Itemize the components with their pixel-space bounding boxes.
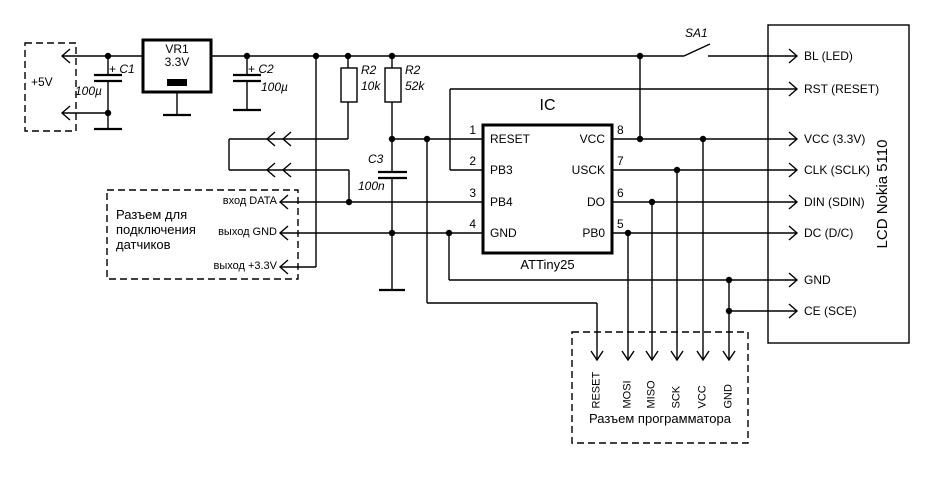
cap-c1-ref: + C1 — [109, 62, 135, 76]
lcd-pin-bl: BL (LED) — [804, 49, 853, 63]
sensor-title-line1: Разъем для — [116, 207, 188, 222]
regulator-ref: VR1 — [165, 42, 189, 56]
cap-c2-value: 100µ — [261, 80, 288, 94]
programmer-pin-arrows — [590, 350, 736, 362]
ic-pin2-name: PB3 — [490, 163, 513, 177]
power-input-label: +5V — [31, 75, 53, 89]
lcd-pin-din: DIN (SDIN) — [804, 195, 865, 209]
resistor-52k-value: 52k — [405, 79, 425, 93]
ic-pin5-name: PB0 — [582, 226, 605, 240]
ic-part-number: ATTiny25 — [520, 257, 575, 272]
lcd-pin-gnd: GND — [804, 273, 831, 287]
cap-c3-value: 100n — [358, 179, 385, 193]
ic-pin8-number: 8 — [617, 123, 624, 137]
ic-pin7-number: 7 — [617, 154, 624, 168]
ic-pin1-number: 1 — [469, 123, 476, 137]
capacitor-plates — [94, 73, 407, 180]
sensor-pin-arrows — [278, 194, 289, 275]
ic-pin2-number: 2 — [469, 154, 476, 168]
sensor-pin-data: вход DATA — [222, 195, 277, 207]
programmer-pin-vcc: VCC — [696, 385, 709, 409]
cap-c2-ref: + C2 — [248, 62, 274, 76]
ic-pin6-name: DO — [587, 195, 605, 209]
wires-horizontal — [62, 55, 797, 312]
ground-symbols — [94, 108, 405, 292]
lcd-pin-arrows — [788, 48, 799, 319]
programmer-pin-mosi: MOSI — [621, 380, 634, 409]
sensor-pin-gnd: выход GND — [218, 226, 277, 238]
ic-title: IC — [539, 97, 556, 114]
cap-c1-value: 100µ — [75, 84, 102, 98]
resistor-10k-body — [340, 67, 358, 103]
programmer-pin-miso: MISO — [645, 380, 658, 409]
lcd-pin-vcc: VCC (3.3V) — [804, 132, 866, 146]
lcd-title: LCD Nokia 5110 — [874, 139, 891, 249]
wires-vertical — [107, 56, 730, 360]
switch-label: SA1 — [685, 26, 708, 40]
regulator-gnd-tab — [167, 79, 187, 86]
resistor-10k-value: 10k — [361, 79, 381, 93]
ic-pin8-name: VCC — [579, 132, 605, 146]
ic-box — [481, 123, 614, 255]
ic-pin5-number: 5 — [617, 217, 624, 231]
lcd-box — [767, 24, 910, 344]
ic-pin4-name: GND — [490, 226, 517, 240]
lcd-pin-clk: CLK (SCLK) — [804, 163, 871, 177]
ic-pin3-name: PB4 — [490, 195, 513, 209]
lcd-pin-rst: RST (RESET) — [804, 82, 880, 96]
resistor-52k-ref: R2 — [405, 63, 421, 77]
resistor-10k-ref: R2 — [361, 63, 377, 77]
sensor-connector-box — [106, 189, 299, 280]
sensor-title-line2: подключения — [116, 222, 196, 237]
junction-dots — [104, 52, 733, 315]
cap-c3-ref: C3 — [368, 152, 384, 166]
power-input-arrows — [60, 48, 71, 121]
ic-pin4-number: 4 — [469, 217, 476, 231]
sensor-title-line3: датчиков — [116, 237, 171, 252]
resistor-52k-body — [384, 67, 402, 103]
programmer-connector-box — [571, 331, 749, 444]
power-input-box — [24, 42, 77, 132]
programmer-pin-reset: RESET — [590, 371, 603, 409]
ic-pin6-number: 6 — [617, 186, 624, 200]
programmer-title: Разъем программатора — [589, 411, 731, 426]
sensor-pin-3v3: выход +3.3V — [213, 260, 277, 272]
ic-pin1-name: RESET — [490, 132, 531, 146]
programmer-pin-sck: SCK — [670, 385, 683, 409]
regulator-value: 3.3V — [164, 55, 190, 69]
connector-chevron-icons — [265, 131, 292, 178]
lcd-pin-dc: DC (D/C) — [804, 226, 854, 240]
lcd-pin-ce: CE (SCE) — [804, 304, 857, 318]
programmer-pin-gnd: GND — [722, 384, 735, 409]
ic-pin7-name: USCK — [571, 163, 605, 177]
switch-blade — [683, 43, 711, 57]
ic-pin3-number: 3 — [469, 186, 476, 200]
